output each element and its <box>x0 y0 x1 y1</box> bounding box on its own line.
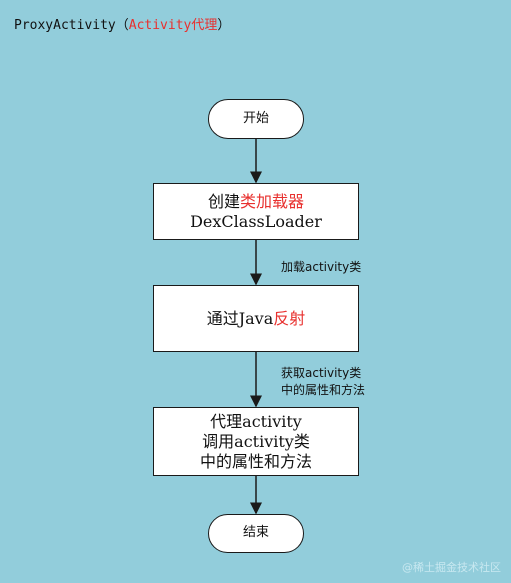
fetch-members-line1: 获取activity类 <box>281 366 362 380</box>
reflection-node: 通过Java反射 <box>153 285 359 352</box>
start-node: 开始 <box>208 99 304 139</box>
fetch-members-line2: 中的属性和方法 <box>281 382 366 397</box>
classloader-line1-plain: 创建 <box>207 191 240 211</box>
reflection-red: 反射 <box>273 308 306 328</box>
watermark: @稀土掘金技术社区 <box>402 561 501 574</box>
proxy-line2: 调用activity类 <box>202 431 310 451</box>
end-node: 结束 <box>208 514 304 553</box>
classloader-line2: DexClassLoader <box>190 211 322 231</box>
fetch-members-label: 获取activity类 中的属性和方法 <box>281 365 365 399</box>
reflection-plain: 通过Java <box>206 308 274 328</box>
end-label: 结束 <box>242 525 269 541</box>
classloader-line1: 创建类加载器 <box>208 192 304 212</box>
classloader-node: 创建类加载器 DexClassLoader <box>153 183 359 240</box>
title-suffix: ） <box>217 18 231 33</box>
diagram-title: ProxyActivity（Activity代理） <box>14 14 230 33</box>
title-prefix: ProxyActivity（ <box>14 18 129 33</box>
load-class-label: 加载activity类 <box>281 260 362 274</box>
proxy-node: 代理activity 调用activity类 中的属性和方法 <box>153 407 359 476</box>
start-label: 开始 <box>242 110 269 126</box>
reflection-line: 通过Java反射 <box>207 309 306 329</box>
classloader-line1-red: 类加载器 <box>240 191 305 211</box>
proxy-line3: 中的属性和方法 <box>199 451 312 471</box>
title-highlight: Activity代理 <box>128 18 218 33</box>
proxy-line1: 代理activity <box>210 411 302 431</box>
